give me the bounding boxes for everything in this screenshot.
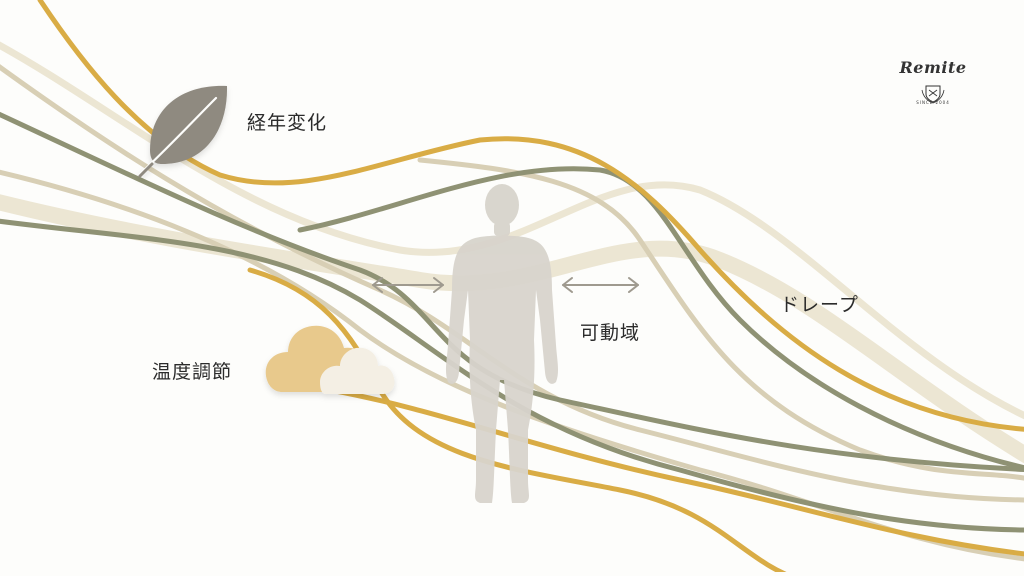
logo-since-text: SINCE 2004 [916, 100, 950, 105]
double-arrow-icon [372, 277, 444, 293]
label-temperature-control: 温度調節 [152, 361, 233, 383]
label-range-of-motion: 可動域 [580, 322, 641, 344]
logo-crest-icon [921, 85, 945, 104]
label-aging: 経年変化 [247, 112, 328, 134]
double-arrow-icon [562, 277, 639, 293]
wave-olive-3 [297, 166, 1024, 471]
wave-beige-3 [417, 157, 1024, 481]
leaf-icon [138, 85, 228, 178]
label-drape: ドレープ [780, 294, 859, 316]
mobility-arrows [372, 277, 639, 293]
human-silhouette-icon [445, 184, 559, 503]
cloud-front [320, 347, 395, 394]
cloud-icon [265, 325, 395, 394]
wave-gold-3 [327, 387, 1024, 557]
logo-wordmark: Remite [899, 58, 967, 77]
wave-olive-1 [0, 111, 1024, 472]
brand-logo: Remite SINCE 2004 [898, 58, 968, 105]
